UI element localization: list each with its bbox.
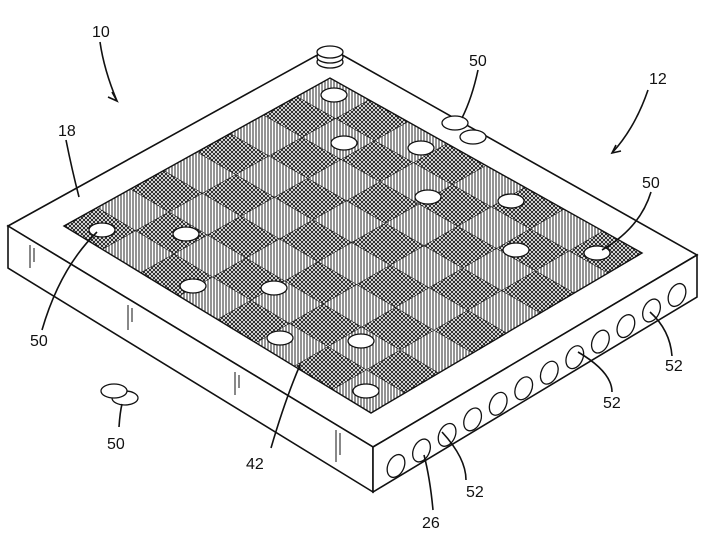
label-piece-left: 50 [30,333,48,350]
game-piece [502,242,530,258]
label-device: 10 [92,24,110,41]
game-piece [414,189,442,205]
grid-border [62,77,644,414]
storage-hole [412,438,431,463]
game-piece [347,333,375,349]
label-hole-3: 52 [665,358,683,375]
storage-hole [642,298,661,323]
label-piece-bottom: 50 [107,436,125,453]
board-pieces [88,87,611,399]
game-piece [88,222,116,238]
game-piece [266,330,294,346]
storage-holes [386,282,687,479]
storage-hole [437,422,457,447]
storage-hole [667,282,687,308]
label-piece-right: 50 [642,175,660,192]
game-piece [260,280,288,296]
side-shading [29,245,341,462]
label-board-top: 18 [58,123,76,140]
storage-hole [565,345,585,370]
storage-hole [463,407,483,432]
game-piece [497,193,525,209]
game-piece [330,135,358,151]
game-piece [407,140,435,156]
label-board-right: 12 [649,71,667,88]
storage-hole [590,329,610,354]
game-piece [179,278,207,294]
storage-hole [488,391,508,416]
label-hole-1: 52 [466,484,484,501]
game-piece [352,383,380,399]
loose-pieces [100,45,487,406]
game-piece [320,87,348,103]
storage-hole [514,376,534,401]
leader-lines [41,41,673,511]
storage-hole [616,314,636,339]
label-piece-top: 50 [469,53,487,70]
game-piece [172,226,200,242]
label-grid: 42 [246,456,264,473]
reference-numerals: 10 12 18 50 50 50 50 42 52 52 52 26 [30,24,683,532]
storage-hole [386,453,406,479]
label-hole-2: 52 [603,395,621,412]
storage-hole [539,360,559,385]
label-side-wall: 26 [422,515,440,532]
